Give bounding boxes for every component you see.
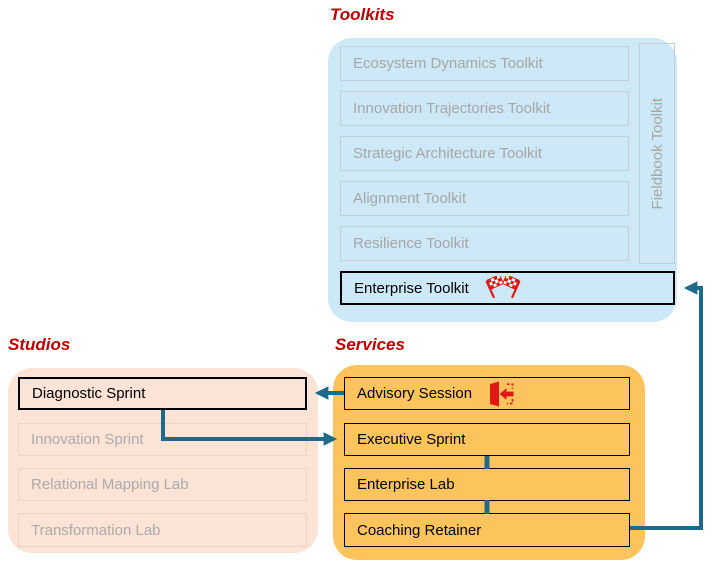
studio-item-label: Diagnostic Sprint <box>32 385 146 402</box>
toolkit-item-label: Ecosystem Dynamics Toolkit <box>353 55 543 72</box>
crossed-checkered-flags-icon <box>483 276 523 300</box>
toolkit-item-enterprise-highlighted: Enterprise Toolkit <box>340 271 675 305</box>
toolkit-item-fieldbook-vertical: Fieldbook Toolkit <box>639 43 675 264</box>
studio-item-label: Transformation Lab <box>31 521 161 539</box>
studio-item-relational-mapping-lab: Relational Mapping Lab <box>18 468 307 501</box>
toolkit-item-strategic-architecture: Strategic Architecture Toolkit <box>340 136 629 171</box>
service-item-coaching-retainer: Coaching Retainer <box>344 513 630 547</box>
service-item-enterprise-lab: Enterprise Lab <box>344 468 630 501</box>
service-item-executive-sprint: Executive Sprint <box>344 423 630 456</box>
service-item-label: Advisory Session <box>357 385 473 402</box>
toolkits-group-title: Toolkits <box>330 5 395 24</box>
toolkit-item-innovation-trajectories: Innovation Trajectories Toolkit <box>340 91 629 126</box>
services-group-title: Services <box>335 335 405 354</box>
toolkit-item-ecosystem-dynamics: Ecosystem Dynamics Toolkit <box>340 46 629 81</box>
studio-item-diagnostic-sprint-highlighted: Diagnostic Sprint <box>18 377 307 410</box>
toolkit-item-label: Resilience Toolkit <box>353 235 469 252</box>
studios-group-title: Studios <box>8 335 71 354</box>
service-item-advisory-session: Advisory Session <box>344 377 630 410</box>
service-item-label: Coaching Retainer <box>357 521 482 539</box>
service-item-label: Executive Sprint <box>357 431 466 448</box>
studio-item-innovation-sprint: Innovation Sprint <box>18 423 307 456</box>
service-item-label: Enterprise Lab <box>357 476 455 493</box>
toolkit-item-resilience: Resilience Toolkit <box>340 226 629 261</box>
studio-item-label: Innovation Sprint <box>31 431 144 448</box>
toolkit-item-label: Enterprise Toolkit <box>354 279 469 297</box>
studio-item-label: Relational Mapping Lab <box>31 476 189 493</box>
toolkit-item-label: Fieldbook Toolkit <box>648 97 666 210</box>
toolkit-item-label: Alignment Toolkit <box>353 190 467 207</box>
toolkit-item-alignment: Alignment Toolkit <box>340 181 629 216</box>
toolkit-item-label: Innovation Trajectories Toolkit <box>353 100 551 117</box>
toolkit-item-label: Strategic Architecture Toolkit <box>353 145 542 162</box>
studio-item-transformation-lab: Transformation Lab <box>18 513 307 547</box>
door-enter-icon <box>486 381 516 407</box>
